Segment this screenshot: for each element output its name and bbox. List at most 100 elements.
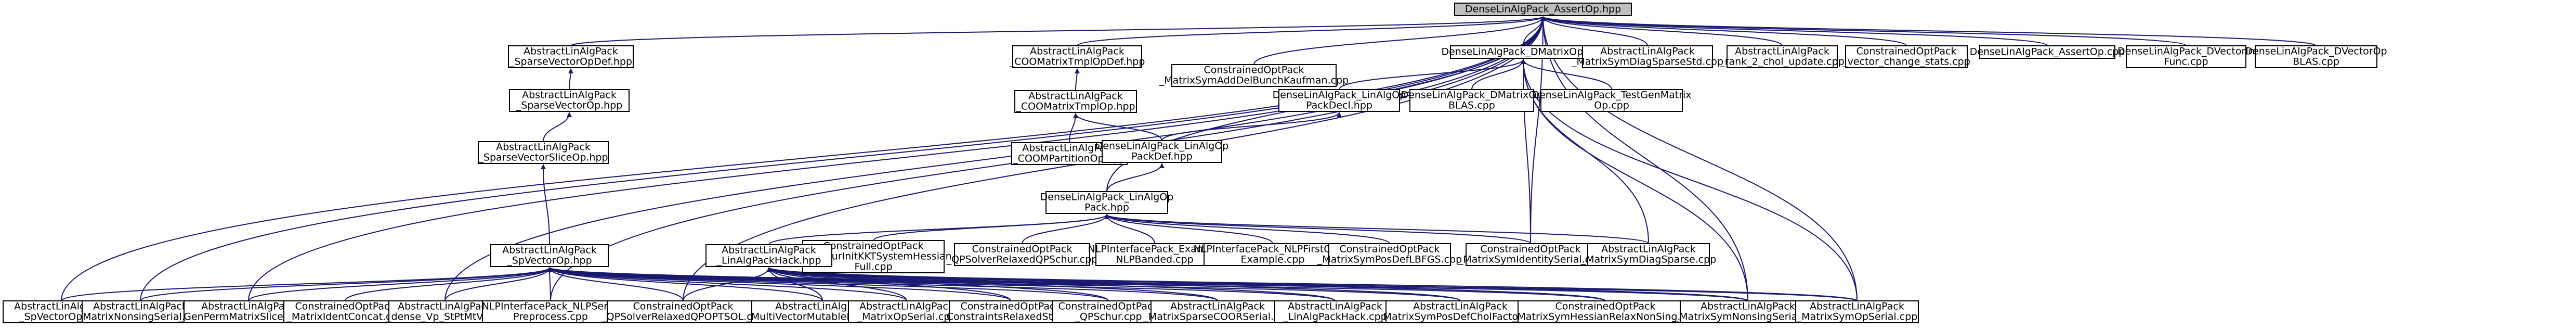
- file-node[interactable]: ConstrainedOptPack_MatrixSymAddDelBunchK…: [1159, 64, 1349, 87]
- edge-cmsdbk-to-root: [1253, 16, 1546, 65]
- file-node[interactable]: AbstractLinAlgPack_COOMatrixTmplOp.hpp: [1014, 90, 1137, 113]
- node-box: [607, 300, 760, 323]
- edge-testgen-to-dmop: [1521, 59, 1612, 90]
- file-node[interactable]: AbstractLinAlgPack_rank_2_chol_update.cp…: [1719, 45, 1845, 68]
- edge-nlpserial-to-spvcop: [547, 267, 553, 301]
- file-node[interactable]: ConstrainedOptPack_MatrixSymIdentitySeri…: [1458, 243, 1603, 266]
- file-node[interactable]: ConstrainedOptPack_QPSchur.cpp: [1052, 300, 1165, 323]
- node-box: [1014, 90, 1137, 113]
- node-box: [1150, 300, 1285, 323]
- edge-lapackhack-to-lapack: [768, 214, 1109, 245]
- node-label: _dense_Vp_StPtMtV.hpp: [386, 311, 504, 323]
- node-box: [1587, 243, 1710, 266]
- node-label: _MatrixSymOpSerial.cpp: [1796, 311, 1918, 323]
- node-label: AbstractLinAlgPack: [1288, 301, 1382, 312]
- file-node[interactable]: ConstrainedOptPack_MatrixIdentConcat.cpp: [283, 300, 407, 323]
- node-label: DenseLinAlgPack_TestGenMatrix: [1532, 90, 1691, 101]
- file-node[interactable]: AbstractLinAlgPack_MatrixNonsingSerial.c…: [77, 300, 203, 323]
- file-node[interactable]: AbstractLinAlgPack_MatrixSymOpSerial.cpp: [1795, 300, 1919, 323]
- node-label: DenseLinAlgPack_DVectorOp: [2245, 46, 2387, 57]
- file-node[interactable]: AbstractLinAlgPack_MatrixSparseCOORSeria…: [1143, 300, 1292, 323]
- node-label: AbstractLinAlgPack: [1735, 46, 1829, 57]
- file-node[interactable]: AbstractLinAlgPack_SpVectorOp.hpp: [490, 244, 609, 267]
- edge-crelax-to-lapackhack: [766, 267, 1011, 301]
- node-label: _LinAlgPackHack.hpp: [716, 255, 821, 267]
- node-label: _SparseVectorSliceOp.hpp: [478, 152, 608, 163]
- node-label: AbstractLinAlgPack: [1030, 46, 1124, 57]
- node-label: DenseLinAlgPack_DMatrixOp: [1401, 90, 1543, 101]
- node-box: [82, 300, 199, 323]
- node-box: [1680, 300, 1816, 323]
- file-node[interactable]: ConstrainedOptPack_MatrixSymHessianRelax…: [1512, 300, 1698, 323]
- node-label: _COOMatrixTmplOpDef.hpp: [1009, 56, 1145, 68]
- node-box: [1795, 300, 1919, 323]
- file-node[interactable]: AbstractLinAlgPack_MatrixOpSerial.cpp: [848, 300, 965, 323]
- edge-spvcopcpp-to-spvcop: [61, 267, 552, 301]
- file-node[interactable]: AbstractLinAlgPack_LinAlgPackHack.cpp: [1274, 300, 1396, 323]
- node-label: NLPInterfacePack_Example: [1088, 244, 1222, 255]
- file-node[interactable]: AbstractLinAlgPack_MatrixSymDiagSparse.c…: [1580, 243, 1717, 266]
- node-label: _QPSchur.cpp: [1074, 311, 1142, 323]
- node-label: PackDef.hpp: [1131, 151, 1193, 162]
- node-box: [1171, 64, 1337, 87]
- file-node[interactable]: AbstractLinAlgPack_SparseVectorSliceOp.h…: [478, 141, 609, 164]
- edge-nonsing-to-root: [140, 16, 1546, 301]
- node-label: Op.cpp: [1594, 100, 1629, 111]
- node-label: NLPInterfacePack_NLPSerial: [482, 301, 620, 312]
- node-label: _MatrixSymAddDelBunchKaufman.cpp: [1159, 75, 1349, 86]
- edge-coomtmp-to-root: [1077, 16, 1546, 46]
- node-box: [848, 300, 965, 323]
- node-label: ConstrainedOptPack: [633, 301, 734, 312]
- edge-spvcop-to-spslice: [541, 164, 550, 245]
- edge-assertcpp-to-root: [1540, 16, 2048, 46]
- node-box: [478, 141, 609, 164]
- file-node[interactable]: ConstrainedOptPack_QPSolverRelaxedQPOPTS…: [601, 300, 765, 323]
- edge-mident-to-spvcop: [345, 267, 552, 301]
- node-label: AbstractLinAlgPack: [1600, 46, 1695, 57]
- root-file-node[interactable]: DenseLinAlgPack_AssertOp.hpp: [1454, 3, 1632, 16]
- edge-msds-to-lapack: [1104, 214, 1649, 244]
- file-node[interactable]: ConstrainedOptPack_MatrixSymPosDefLBFGS.…: [1317, 243, 1462, 266]
- edge-dvblas-to-root: [1540, 16, 2317, 46]
- node-box: [482, 300, 619, 323]
- file-node[interactable]: AbstractLinAlgPack_MatrixSymNonsingSeria…: [1674, 300, 1822, 323]
- node-label: ConstrainedOptPack: [1058, 301, 1159, 312]
- file-node[interactable]: AbstractLinAlgPack_MatrixSymDiagSparseSt…: [1571, 45, 1723, 68]
- file-node[interactable]: AbstractLinAlgPack_SparseVectorOp.hpp: [509, 89, 630, 112]
- node-box: [1278, 89, 1400, 112]
- node-label: _MatrixOpSerial.cpp: [857, 311, 957, 323]
- node-label: Pack.hpp: [1084, 202, 1129, 213]
- file-node[interactable]: ConstrainedOptPack_ConstraintsRelaxedStd…: [941, 300, 1080, 323]
- node-label: BLAS.cpp: [2293, 56, 2339, 68]
- file-node[interactable]: AbstractLinAlgPack_LinAlgPackHack.hpp: [705, 244, 832, 267]
- node-box: [1582, 45, 1713, 68]
- node-label: _LinAlgPackHack.cpp: [1283, 311, 1387, 323]
- edge-qpschurcpp-to-lapackhack: [766, 267, 1109, 301]
- edge-multivec-to-spvcop: [547, 267, 823, 301]
- nodes: DenseLinAlgPack_AssertOp.hppAbstractLinA…: [3, 3, 2387, 323]
- node-label: NLPInterfacePack_NLPFirstOrder: [1194, 244, 1352, 255]
- file-node[interactable]: AbstractLinAlgPack_SparseVectorOpDef.hpp: [508, 45, 634, 68]
- file-node[interactable]: AbstractLinAlgPack_MatrixSymPosDefCholFa…: [1378, 300, 1542, 323]
- node-label: DenseLinAlgPack_AssertOp.hpp: [1465, 4, 1621, 15]
- node-label: BLAS.cpp: [1448, 100, 1495, 111]
- file-node[interactable]: ConstrainedOptPack_QPSolverRelaxedQPSchu…: [946, 243, 1098, 266]
- node-label: AbstractLinAlgPack: [1028, 91, 1123, 102]
- edge-spvc2-to-spvc: [568, 68, 573, 90]
- file-node[interactable]: ConstrainedOptPack_vector_change_stats.c…: [1842, 45, 1970, 68]
- edge-spvcopcpp-to-root: [61, 16, 1546, 301]
- node-label: _MatrixSymPosDefCholFactor.cpp: [1378, 311, 1542, 323]
- file-node[interactable]: DenseLinAlgPack_AssertOp.cpp: [1970, 45, 2125, 59]
- node-label: ConstrainedOptPack: [961, 301, 1061, 312]
- file-node[interactable]: AbstractLinAlgPack_COOMatrixTmplOpDef.hp…: [1009, 45, 1145, 68]
- node-box: [509, 89, 630, 112]
